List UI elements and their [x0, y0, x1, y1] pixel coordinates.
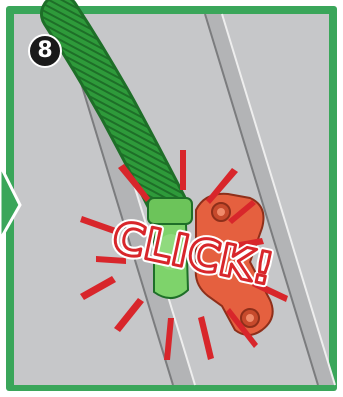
- step-number-badge: 8: [28, 34, 62, 68]
